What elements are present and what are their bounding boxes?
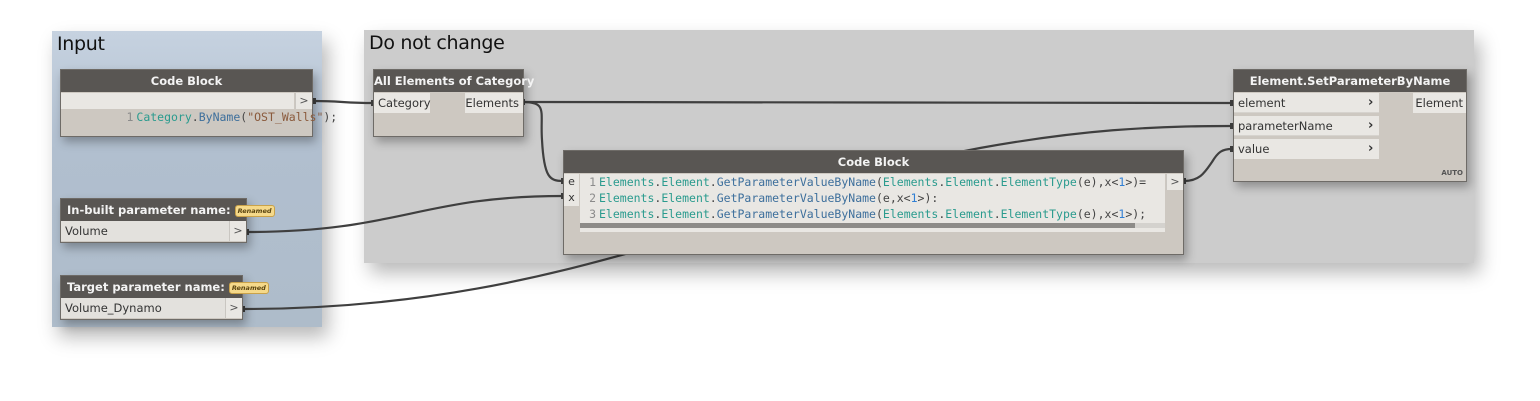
input-port-value[interactable]: value › <box>1234 139 1379 159</box>
group-do-not-change-title: Do not change <box>369 32 505 54</box>
string-value-input[interactable]: Volume_Dynamo <box>61 298 225 318</box>
node-title-row: In-built parameter name:Renamed <box>61 199 275 221</box>
string-input-node-inbuilt-parameter[interactable]: In-built parameter name:Renamed Volume > <box>60 198 275 243</box>
chevron-right-icon: › <box>1368 95 1374 110</box>
input-port-category[interactable]: Category <box>374 93 431 113</box>
node-title-row: Target parameter name:Renamed <box>61 276 269 298</box>
output-port-element[interactable]: Element <box>1413 93 1466 113</box>
input-port-e[interactable]: e <box>564 174 579 190</box>
node-title: Code Block <box>61 70 312 92</box>
scrollbar-thumb[interactable] <box>580 223 1135 228</box>
input-port-element[interactable]: element › <box>1234 93 1379 113</box>
all-elements-of-category-node[interactable]: All Elements of Category Category Elemen… <box>373 69 534 137</box>
chevron-right-icon: › <box>1368 141 1374 156</box>
output-port[interactable]: > <box>1166 174 1183 190</box>
renamed-badge: Renamed <box>234 204 275 217</box>
input-port-parametername[interactable]: parameterName › <box>1234 116 1379 136</box>
node-title: Code Block <box>564 151 1183 173</box>
group-input-title: Input <box>57 33 105 55</box>
line-number: 1 <box>126 110 134 124</box>
output-port[interactable]: > <box>225 298 242 318</box>
string-value-input[interactable]: Volume <box>61 221 229 241</box>
output-port-elements[interactable]: Elements <box>465 93 523 113</box>
chevron-right-icon: › <box>1368 118 1374 133</box>
node-title: In-built parameter name: <box>67 203 231 217</box>
output-port[interactable]: > <box>295 93 312 109</box>
horizontal-scrollbar[interactable] <box>580 223 1165 228</box>
node-title: All Elements of Category <box>374 70 534 92</box>
string-input-node-target-parameter[interactable]: Target parameter name:Renamed Volume_Dyn… <box>60 275 269 320</box>
input-port-x[interactable]: x <box>564 190 579 206</box>
lacing-indicator[interactable]: AUTO <box>1441 169 1463 177</box>
node-title: Target parameter name: <box>67 280 225 294</box>
node-title: Element.SetParameterByName <box>1234 70 1466 92</box>
renamed-badge: Renamed <box>228 281 269 294</box>
output-port[interactable]: > <box>229 221 246 241</box>
set-parameter-by-name-node[interactable]: Element.SetParameterByName element › par… <box>1233 69 1467 182</box>
